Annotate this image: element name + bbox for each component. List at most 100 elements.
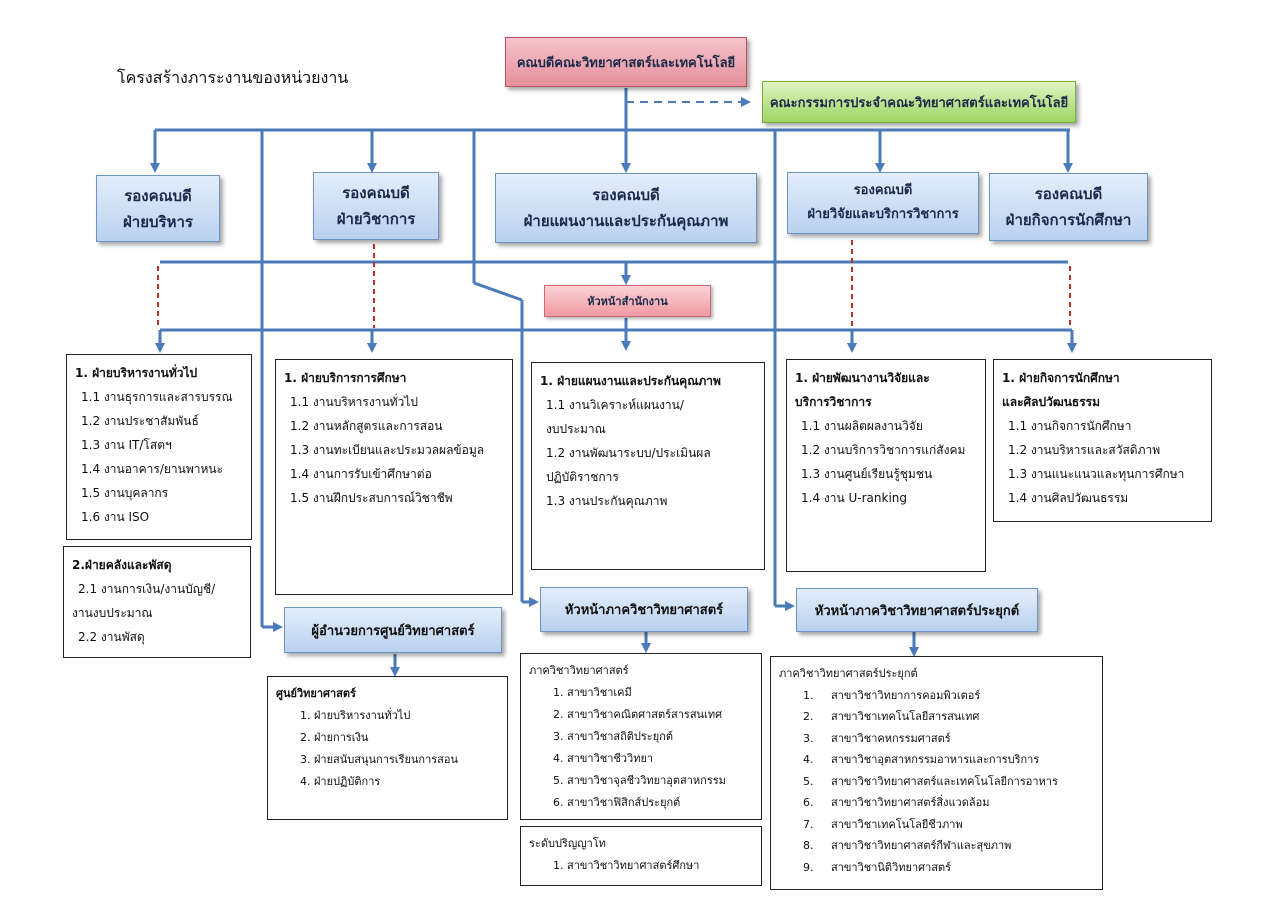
unit-planning-title: 1. ฝ่ายแผนงานและประกันคุณภาพ <box>540 374 721 388</box>
list-item: 1.2 งานบริหารและสวัสดิภาพ <box>1008 443 1161 457</box>
vice-dean-research-line1: รองคณบดี <box>853 183 913 198</box>
list-item: 1.2 งานหลักสูตรและการสอน <box>290 419 443 433</box>
sci-dept-head-label: หัวหน้าภาควิชาวิทยาศาสตร์ <box>564 603 724 618</box>
list-item: 1.1 งานธุรการและสารบรรณ <box>81 390 233 404</box>
list-item: 1.3 งาน IT/โสตฯ <box>81 438 172 452</box>
unit-academic-title: 1. ฝ่ายบริการการศึกษา <box>284 371 407 385</box>
unit-finance: 2.ฝ่ายคลังและพัสดุ 2.1 งานการเงิน/งานบัญ… <box>63 546 251 658</box>
dean-label: คณบดีคณะวิทยาศาสตร์และเทคโนโลยี <box>516 55 736 71</box>
applied-dept-head-box: หัวหน้าภาควิชาวิทยาศาสตร์ประยุกต์ <box>796 588 1038 632</box>
vice-dean-planning: รองคณบดี ฝ่ายแผนงานและประกันคุณภาพ <box>495 173 757 243</box>
list-item: 4. สาขาวิชาอุตสาหกรรมอาหารและการบริการ <box>779 749 1094 771</box>
list-item: 1.2 งานพัฒนาระบบ/ประเมินผล <box>546 446 711 460</box>
applied-dept-title: ภาควิชาวิทยาศาสตร์ประยุกต์ <box>779 667 918 680</box>
vice-dean-student: รองคณบดี ฝ่ายกิจการนักศึกษา <box>989 173 1148 241</box>
page-title: โครงสร้างภาระงานของหน่วยงาน <box>117 68 349 87</box>
sci-dept-title: ภาควิชาวิทยาศาสตร์ <box>529 664 629 677</box>
unit-admin: 1. ฝ่ายบริหารงานทั่วไป 1.1 งานธุรการและส… <box>66 354 252 540</box>
unit-research-title-1: 1. ฝ่ายพัฒนางานวิจัยและ <box>795 371 930 385</box>
list-item: 8. สาขาวิชาวิทยาศาสตร์กีฬาและสุขภาพ <box>779 835 1094 857</box>
list-item: งบประมาณ <box>546 422 606 436</box>
unit-research: 1. ฝ่ายพัฒนางานวิจัยและ บริการวิชาการ 1.… <box>786 359 986 572</box>
unit-planning: 1. ฝ่ายแผนงานและประกันคุณภาพ 1.1 งานวิเค… <box>531 362 765 570</box>
vice-dean-academic-line1: รองคณบดี <box>342 184 410 202</box>
list-item: 9. สาขาวิชานิติวิทยาศาสตร์ <box>779 857 1094 879</box>
list-item: 2.2 งานพัสดุ <box>78 630 145 644</box>
list-item: 1.1 งานกิจการนักศึกษา <box>1008 419 1132 433</box>
list-item: ปฏิบัติราชการ <box>546 470 619 484</box>
vice-dean-academic-line2: ฝ่ายวิชาการ <box>336 210 416 228</box>
dean-box: คณบดีคณะวิทยาศาสตร์และเทคโนโลยี <box>505 37 747 87</box>
list-item: 6. สาขาวิชาฟิสิกส์ประยุกต์ <box>553 796 681 809</box>
applied-dept-head-label: หัวหน้าภาควิชาวิทยาศาสตร์ประยุกต์ <box>814 603 1020 619</box>
applied-dept-box: ภาควิชาวิทยาศาสตร์ประยุกต์ 1.สาขาวิชาวิท… <box>770 656 1103 890</box>
item-name: สาขาวิชาวิทยาศาสตร์และเทคโนโลยีการอาหาร <box>831 774 1058 788</box>
list-item: 1.4 งาน U-ranking <box>801 491 908 505</box>
item-number: 8. <box>803 839 814 852</box>
list-item: 1.3 งานศูนย์เรียนรู้ชุมชน <box>801 467 933 481</box>
item-name: สาขาวิชาวิทยาการคอมพิวเตอร์ <box>831 688 981 702</box>
list-item: 2.1 งานการเงิน/งานบัญชี/ <box>78 582 216 596</box>
item-name: สาขาวิชาวิทยาศาสตร์กีฬาและสุขภาพ <box>831 839 1012 852</box>
list-item: 5. สาขาวิชาวิทยาศาสตร์และเทคโนโลยีการอาหา… <box>779 771 1094 793</box>
vice-dean-research-line2: ฝ่ายวิจัยและบริการวิชาการ <box>807 207 959 222</box>
list-item: 7. สาขาวิชาเทคโนโลยีชีวภาพ <box>779 814 1094 836</box>
list-item: 6.สาขาวิชาวิทยาศาสตร์สิ่งแวดล้อม <box>779 792 1094 814</box>
item-number: 5. <box>803 774 814 788</box>
committee-label: คณะกรรมการประจำคณะวิทยาศาสตร์และเทคโนโลย… <box>769 95 1069 111</box>
unit-finance-title: 2.ฝ่ายคลังและพัสดุ <box>72 558 172 572</box>
list-item: 2. ฝ่ายการเงิน <box>300 731 369 744</box>
vice-dean-planning-line2: ฝ่ายแผนงานและประกันคุณภาพ <box>523 212 729 230</box>
list-item: 4. สาขาวิชาชีววิทยา <box>553 752 654 765</box>
list-item: 2. สาขาวิชาเทคโนโลยีสารสนเทศ <box>779 706 1094 728</box>
item-name: สาขาวิชาเทคโนโลยีสารสนเทศ <box>831 710 980 723</box>
item-name: สาขาวิชาคหกรรมศาสตร์ <box>831 731 951 745</box>
sci-dept-box: ภาควิชาวิทยาศาสตร์ 1. สาขาวิชาเคมี 2. สา… <box>520 653 762 820</box>
unit-academic: 1. ฝ่ายบริการการศึกษา 1.1 งานบริหารงานทั… <box>275 359 513 595</box>
item-name: สาขาวิชานิติวิทยาศาสตร์ <box>831 860 952 874</box>
list-item: 1. สาขาวิชาเคมี <box>553 686 632 699</box>
item-name: สาขาวิชาอุตสาหกรรมอาหารและการบริการ <box>831 753 1040 766</box>
sci-center-director-box: ผู้อำนวยการศูนย์วิทยาศาสตร์ <box>284 607 502 653</box>
list-item: 2. สาขาวิชาคณิตศาสตร์สารสนเทศ <box>553 708 723 721</box>
unit-research-title-2: บริการวิชาการ <box>795 395 872 409</box>
unit-student: 1. ฝ่ายกิจการนักศึกษา และศิลปวัฒนธรรม 1.… <box>993 359 1212 522</box>
vice-dean-student-line1: รองคณบดี <box>1034 185 1103 203</box>
list-item: 1.1 งานผลิตผลงานวิจัย <box>801 419 923 433</box>
list-item: งานงบประมาณ <box>72 606 153 620</box>
sci-center-director-label: ผู้อำนวยการศูนย์วิทยาศาสตร์ <box>311 623 475 639</box>
list-item: 1.4 งานการรับเข้าศึกษาต่อ <box>290 467 432 481</box>
sci-center-title: ศูนย์วิทยาศาสตร์ <box>276 687 356 700</box>
list-item: 3. ฝ่ายสนับสนุนการเรียนการสอน <box>300 753 458 766</box>
item-number: 2. <box>803 710 814 723</box>
item-number: 3. <box>803 731 814 745</box>
vice-dean-student-line2: ฝ่ายกิจการนักศึกษา <box>1005 211 1132 229</box>
committee-box: คณะกรรมการประจำคณะวิทยาศาสตร์และเทคโนโลย… <box>762 81 1076 123</box>
list-item: 1.5 งานบุคลากร <box>81 486 169 500</box>
item-number: 4. <box>803 753 814 766</box>
list-item: 1.4 งานศิลปวัฒนธรรม <box>1008 491 1129 505</box>
list-item: 5. สาขาวิชาจุลชีววิทยาอุตสาหกรรม <box>553 774 726 787</box>
list-item: 3. สาขาวิชาสถิติประยุกต์ <box>553 730 673 743</box>
item-number: 7. <box>803 817 814 831</box>
unit-student-title-2: และศิลปวัฒนธรรม <box>1002 395 1101 409</box>
item-number: 9. <box>803 860 814 874</box>
vice-dean-research: รองคณบดี ฝ่ายวิจัยและบริการวิชาการ <box>787 172 979 234</box>
list-item: 3. สาขาวิชาคหกรรมศาสตร์ <box>779 728 1094 750</box>
list-item: 4. ฝ่ายปฏิบัติการ <box>300 775 381 788</box>
sci-center-box: ศูนย์วิทยาศาสตร์ 1. ฝ่ายบริหารงานทั่วไป … <box>267 676 508 820</box>
vice-dean-academic: รองคณบดี ฝ่ายวิชาการ <box>313 172 439 240</box>
list-item: 1. ฝ่ายบริหารงานทั่วไป <box>300 709 411 722</box>
list-item: 1.3 งานทะเบียนและประมวลผลข้อมูล <box>290 443 485 457</box>
office-head-box: หัวหน้าสำนักงาน <box>544 285 711 317</box>
item-name: สาขาวิชาวิทยาศาสตร์สิ่งแวดล้อม <box>831 796 990 809</box>
masters-box: ระดับปริญญาโท 1. สาขาวิชาวิทยาศาสตร์ศึกษ… <box>520 826 762 886</box>
vice-dean-admin: รองคณบดี ฝ่ายบริหาร <box>96 175 220 242</box>
unit-admin-title: 1. ฝ่ายบริหารงานทั่วไป <box>75 366 198 380</box>
list-item: 1.3 งานแนะแนวและทุนการศึกษา <box>1008 467 1185 481</box>
item-name: สาขาวิชาเทคโนโลยีชีวภาพ <box>831 817 963 831</box>
vice-dean-admin-line1: รองคณบดี <box>124 186 192 205</box>
vice-dean-admin-line2: ฝ่ายบริหาร <box>123 212 193 231</box>
masters-title: ระดับปริญญาโท <box>529 837 606 850</box>
